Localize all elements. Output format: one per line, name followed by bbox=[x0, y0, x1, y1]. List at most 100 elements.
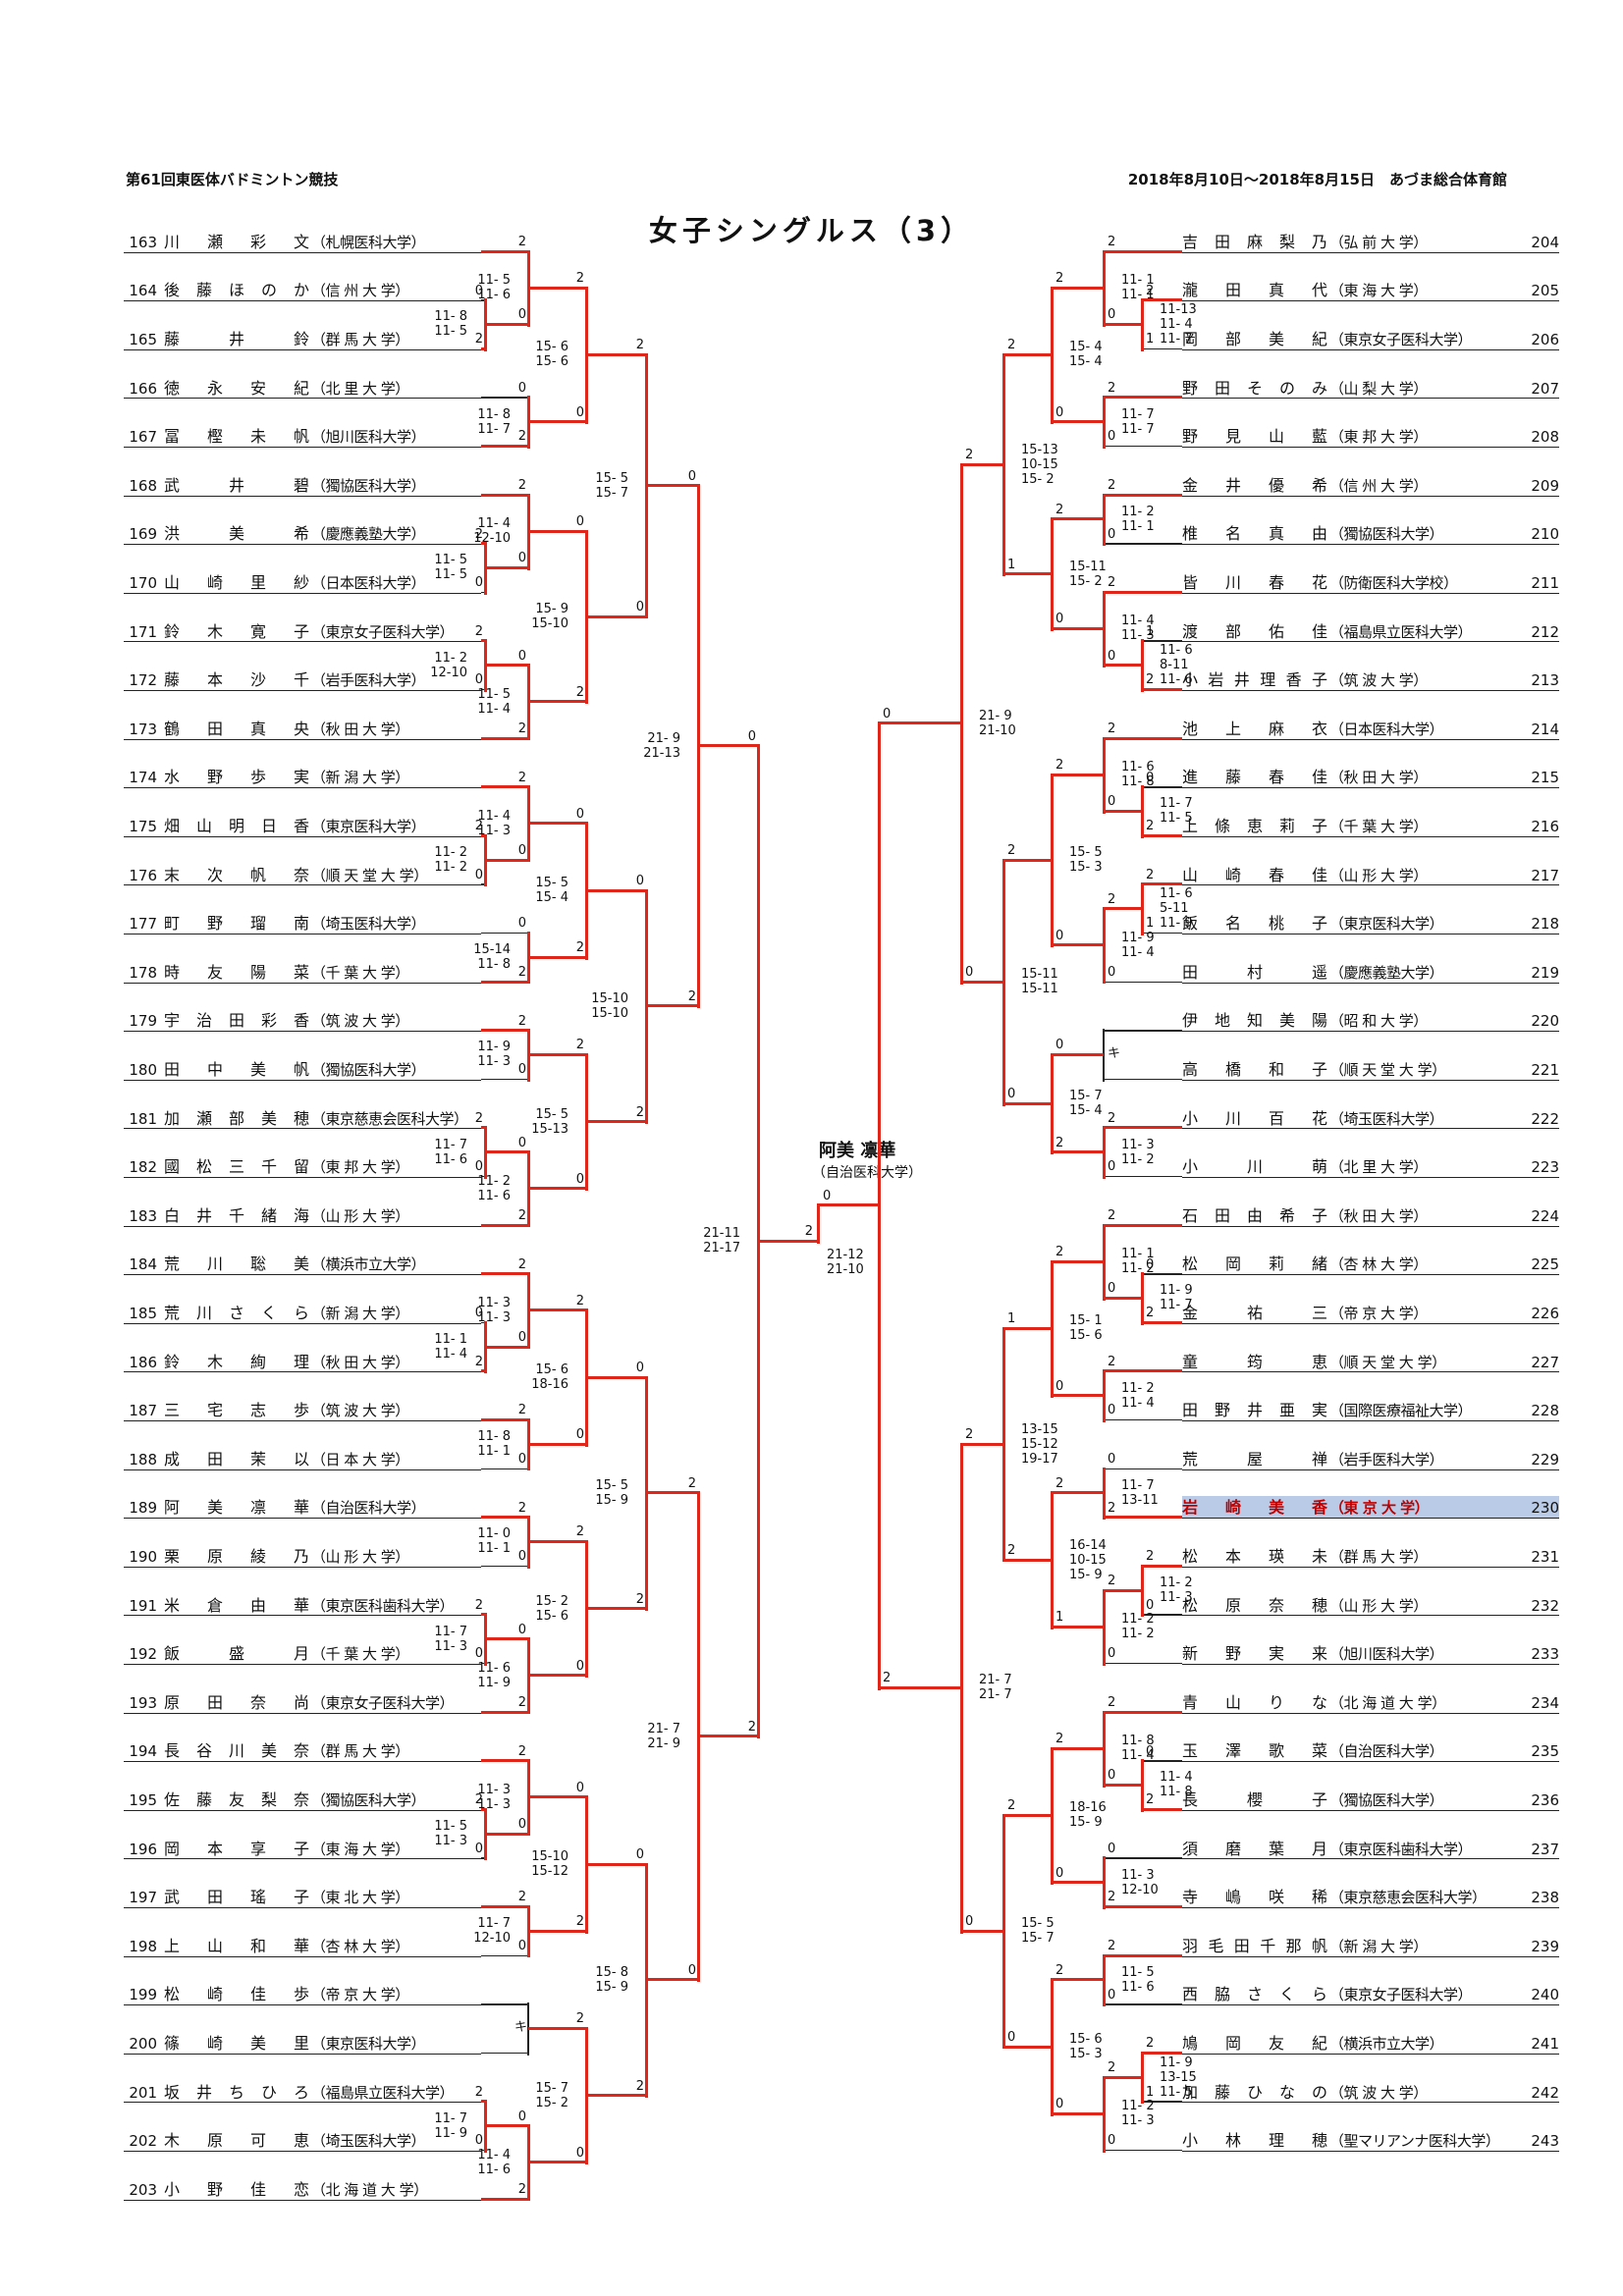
bracket-line-h bbox=[481, 1369, 485, 1373]
player-name: 鈴 木 絢 理 bbox=[164, 1352, 309, 1371]
player-number: 207 bbox=[1531, 379, 1559, 398]
bracket-line-v bbox=[1050, 286, 1054, 425]
bracket-line-h bbox=[1104, 1710, 1182, 1714]
games-digit: 0 bbox=[635, 874, 644, 888]
games-digit: 0 bbox=[474, 1159, 483, 1175]
player-school: （秋 田 大 学） bbox=[1329, 769, 1428, 787]
games-digit: 0 bbox=[474, 672, 483, 688]
bracket-line-h bbox=[1142, 640, 1182, 642]
player-name: 荒 屋 禅 bbox=[1182, 1449, 1327, 1468]
bracket-line-h bbox=[1104, 322, 1142, 326]
player-number: 221 bbox=[1531, 1060, 1559, 1079]
player-school: （獨協医科大学） bbox=[1329, 525, 1444, 544]
walkover-mark: キ bbox=[1108, 1046, 1121, 1062]
games-digit: 0 bbox=[1007, 2030, 1016, 2045]
bracket-line-h bbox=[481, 1710, 528, 1714]
bracket-line-v bbox=[1001, 352, 1005, 577]
games-digit: 0 bbox=[517, 1135, 526, 1150]
player-number: 170 bbox=[129, 573, 157, 592]
games-digit: 2 bbox=[575, 684, 584, 700]
bracket-line-h bbox=[586, 1120, 646, 1124]
player-school: （東京女子医科大学） bbox=[1329, 1986, 1473, 2004]
bracket-line-v bbox=[1102, 249, 1106, 327]
games-digit: 0 bbox=[687, 1962, 696, 1978]
bracket-line-v bbox=[1102, 1856, 1106, 1909]
player-name: 冨 樫 未 帆 bbox=[164, 427, 309, 447]
games-digit: 2 bbox=[517, 770, 526, 785]
bracket-line-v bbox=[1102, 1369, 1106, 1422]
player-number: 205 bbox=[1531, 282, 1559, 300]
bracket-line-v bbox=[1140, 785, 1144, 838]
player-school: （東京慈恵会医科大学） bbox=[1329, 1889, 1487, 1907]
player-number: 193 bbox=[129, 1693, 157, 1712]
bracket-line-h bbox=[485, 664, 528, 667]
player-name: 松 岡 莉 緒 bbox=[1182, 1255, 1327, 1274]
games-digit: 2 bbox=[517, 721, 526, 736]
games-digit: 0 bbox=[1146, 1597, 1155, 1613]
games-digit: 2 bbox=[965, 448, 974, 462]
bracket-line-h bbox=[961, 1929, 1003, 1933]
bracket-line-h bbox=[586, 1607, 646, 1611]
player-name: 野 見 山 藍 bbox=[1182, 427, 1327, 447]
player-name: 野 田 そ の み bbox=[1182, 378, 1327, 398]
games-digit: 2 bbox=[474, 1792, 483, 1808]
player-school: （国際医療福祉大学） bbox=[1329, 1402, 1473, 1420]
player-number: 230 bbox=[1531, 1499, 1559, 1518]
games-digit: 2 bbox=[1146, 1549, 1155, 1565]
games-digit: 0 bbox=[575, 404, 584, 420]
bracket-line-v bbox=[1050, 1978, 1054, 2116]
bracket-line-h bbox=[758, 1239, 820, 1243]
player-number: 214 bbox=[1531, 720, 1559, 738]
games-digit: 0 bbox=[517, 843, 526, 858]
bracket-line-h bbox=[1142, 2051, 1182, 2055]
bracket-line-h bbox=[1104, 2003, 1182, 2005]
player-name: 佐 藤 友 梨 奈 bbox=[164, 1789, 309, 1809]
player-school: （千 葉 大 学） bbox=[1329, 817, 1428, 835]
games-digit: 0 bbox=[474, 1306, 483, 1321]
bracket-line-h bbox=[1104, 907, 1142, 911]
player-name: 畑 山 明 日 香 bbox=[164, 816, 309, 835]
player-name: 成 田 茉 以 bbox=[164, 1449, 309, 1468]
games-digit: 2 bbox=[517, 965, 526, 980]
bracket-line-h bbox=[481, 1417, 528, 1421]
bracket-line-h bbox=[528, 420, 586, 424]
bracket-line-h bbox=[528, 2161, 586, 2164]
bracket-line-h bbox=[1052, 420, 1104, 424]
bracket-line-v bbox=[1140, 298, 1144, 351]
player-name: 米 倉 由 華 bbox=[164, 1595, 309, 1615]
player-row: 飯 名 桃 子（東京医科大学）218 bbox=[1182, 912, 1559, 934]
player-name: 國 松 三 千 留 bbox=[164, 1157, 309, 1177]
player-name: 高 橋 和 子 bbox=[1182, 1059, 1327, 1079]
player-row: 小 川 百 花（埼玉医科大学）222 bbox=[1182, 1106, 1559, 1130]
bracket-line-h bbox=[481, 639, 485, 643]
player-number: 194 bbox=[129, 1742, 157, 1761]
player-school: （北 海 道 大 学） bbox=[311, 2180, 428, 2199]
bracket-line-v bbox=[1140, 1272, 1144, 1325]
player-name: 洪 美 希 bbox=[164, 524, 309, 544]
player-row: 野 田 そ の み（山 梨 大 学）207 bbox=[1182, 376, 1559, 400]
player-school: （埼玉医科大学） bbox=[1329, 1109, 1444, 1128]
bracket-line-h bbox=[528, 529, 586, 533]
bracket-line-h bbox=[1104, 664, 1142, 667]
games-digit: 0 bbox=[1108, 1841, 1116, 1856]
player-school: （筑 波 大 学） bbox=[311, 1012, 409, 1031]
player-name: 武 田 瑤 子 bbox=[164, 1888, 309, 1907]
bracket-line-v bbox=[1050, 1491, 1054, 1629]
player-name: 小 川 百 花 bbox=[1182, 1108, 1327, 1128]
player-school: （獨協医科大学） bbox=[311, 476, 426, 495]
